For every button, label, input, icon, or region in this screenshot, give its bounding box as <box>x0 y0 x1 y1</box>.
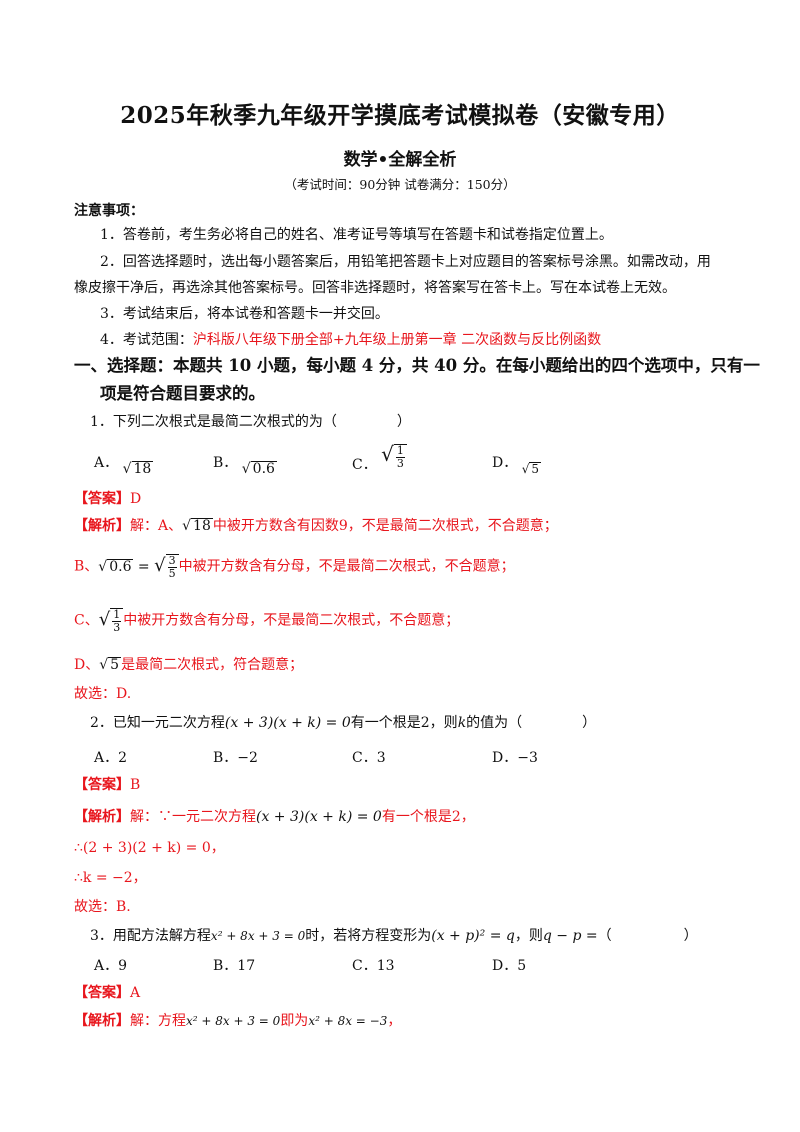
question-stem: ，则 <box>514 928 543 944</box>
analysis-text: 解：方程 <box>130 1013 186 1029</box>
question-3: 3．用配方法解方程x² + 8x + 3 = 0时，若将方程变形为(x + p)… <box>90 928 698 944</box>
analysis-label: 【解析】 <box>74 809 130 825</box>
analysis-text: 即为 <box>280 1013 309 1029</box>
option-value: 9 <box>118 958 128 974</box>
option-label: B． <box>213 455 238 471</box>
question-stem: 时，若将方程变形为 <box>305 928 432 944</box>
q3-option-a: A．9 <box>94 955 127 975</box>
analysis-text: 中被开方数含有分母，不是最简二次根式，不合题意； <box>178 558 515 575</box>
option-value: −3 <box>517 750 538 766</box>
question-paren: ） <box>683 928 698 944</box>
section-heading-cont: 项是符合题目要求的。 <box>100 384 265 403</box>
notice-item-label: 4．考试范围： <box>100 332 193 348</box>
analysis-text: 中被开方数含有分母，不是最简二次根式，不合题意； <box>123 612 460 629</box>
question-stem: 的值为（ <box>466 715 523 731</box>
option-value: −2 <box>237 750 258 766</box>
option-value: 3 <box>376 750 386 766</box>
q3-analysis: 【解析】解：方程x² + 8x + 3 = 0即为x² + 8x = −3， <box>74 1013 402 1029</box>
q2-option-c: C．3 <box>352 747 386 767</box>
q3-option-c: C．13 <box>352 955 395 975</box>
exam-meta: （考试时间：90分钟 试卷满分：150分） <box>284 177 516 192</box>
option-label: C． <box>352 750 377 766</box>
question-stem: 2．已知一元二次方程 <box>90 715 225 731</box>
notice-heading: 注意事项： <box>74 203 144 219</box>
question-stem: 1．下列二次根式是最简二次根式的为（ <box>90 414 337 430</box>
answer-label: 【答案】 <box>74 985 130 1001</box>
q2-analysis: 【解析】解：∵一元二次方程(x + 3)(x + k) = 0有一个根是2， <box>74 809 475 825</box>
option-label: C． <box>352 958 377 974</box>
analysis-text: 解：A、 <box>130 518 183 534</box>
q2-step-2: ∴k = −2， <box>74 870 147 886</box>
page-subtitle: 数学•全解全析 <box>343 150 457 170</box>
option-value: 17 <box>237 958 256 974</box>
option-label: D． <box>492 455 518 471</box>
question-stem: 3．用配方法解方程 <box>90 928 211 944</box>
q2-option-b: B．−2 <box>213 747 258 767</box>
option-value: 2 <box>118 750 128 766</box>
answer-label: 【答案】 <box>74 777 130 793</box>
q1-answer: 【答案】D <box>74 488 141 508</box>
answer-value: D <box>130 491 142 507</box>
answer-value: A <box>130 985 141 1001</box>
option-label: A． <box>94 455 119 471</box>
question-2: 2．已知一元二次方程(x + 3)(x + k) = 0有一个根是2，则k的值为… <box>90 715 597 731</box>
answer-value: B <box>130 777 141 793</box>
question-stem: （ <box>597 928 612 944</box>
option-label: B． <box>213 750 238 766</box>
analysis-text: 中被开方数含有因数9，不是最简二次根式，不合题意； <box>212 518 558 534</box>
q3-option-d: D．5 <box>492 955 526 975</box>
q1-option-d: D． √5 <box>492 455 541 476</box>
exam-scope: 沪科版八年级下册全部+九年级上册第一章 二次函数与反比例函数 <box>192 332 602 348</box>
notice-item: 2．回答选择题时，选出每小题答案后，用铅笔把答题卡上对应题目的答案标号涂黑。如需… <box>100 254 711 270</box>
option-label: C． <box>352 457 377 473</box>
analysis-text: 是最简二次根式，符合题意； <box>121 657 304 673</box>
analysis-text: C、 <box>74 612 99 629</box>
option-label: A． <box>94 958 119 974</box>
analysis-text: D、 <box>74 657 100 673</box>
page-title: 2025年秋季九年级开学摸底考试模拟卷（安徽专用） <box>120 102 680 129</box>
question-paren: ） <box>582 715 597 731</box>
analysis-label: 【解析】 <box>74 1013 130 1029</box>
q2-option-a: A．2 <box>94 747 127 767</box>
analysis-text: 解：∵一元二次方程 <box>130 809 256 825</box>
option-label: D． <box>492 958 518 974</box>
notice-item: 4．考试范围：沪科版八年级下册全部+九年级上册第一章 二次函数与反比例函数 <box>100 329 601 349</box>
option-label: A． <box>94 750 119 766</box>
q3-option-b: B．17 <box>213 955 255 975</box>
analysis-label: 【解析】 <box>74 518 130 534</box>
q2-option-d: D．−3 <box>492 747 538 767</box>
question-stem: 有一个根是2，则 <box>350 715 458 731</box>
option-value: 5 <box>517 958 527 974</box>
option-value: 13 <box>376 958 395 974</box>
option-label: B． <box>213 958 238 974</box>
option-label: D． <box>492 750 518 766</box>
q2-answer: 【答案】B <box>74 774 140 794</box>
analysis-text: B、 <box>74 558 99 575</box>
q2-conclusion: 故选：B. <box>74 899 131 915</box>
notice-item: 1．答卷前，考生务必将自己的姓名、准考证号等填写在答题卡和试卷指定位置上。 <box>100 227 613 243</box>
q1-option-b: B． √0.6 <box>213 455 277 477</box>
q2-step-1: ∴(2 + 3)(2 + k) = 0， <box>74 840 225 856</box>
q1-conclusion: 故选：D. <box>74 686 132 702</box>
notice-item: 橡皮擦干净后，再选涂其他答案标号。回答非选择题时，将答案写在答卡上。写在本试卷上… <box>74 280 676 296</box>
question-1: 1．下列二次根式是最简二次根式的为（ ） <box>90 411 411 431</box>
section-heading: 一、选择题：本题共 10 小题，每小题 4 分，共 40 分。在每小题给出的四个… <box>74 356 760 375</box>
q1-option-a: A． √18 <box>94 455 154 477</box>
q3-answer: 【答案】A <box>74 982 140 1002</box>
analysis-text: 有一个根是2， <box>381 809 475 825</box>
analysis-text: ， <box>387 1013 402 1029</box>
notice-item: 3．考试结束后，将本试卷和答题卡一并交回。 <box>100 306 389 322</box>
question-paren: ） <box>396 414 411 430</box>
answer-label: 【答案】 <box>74 491 130 507</box>
